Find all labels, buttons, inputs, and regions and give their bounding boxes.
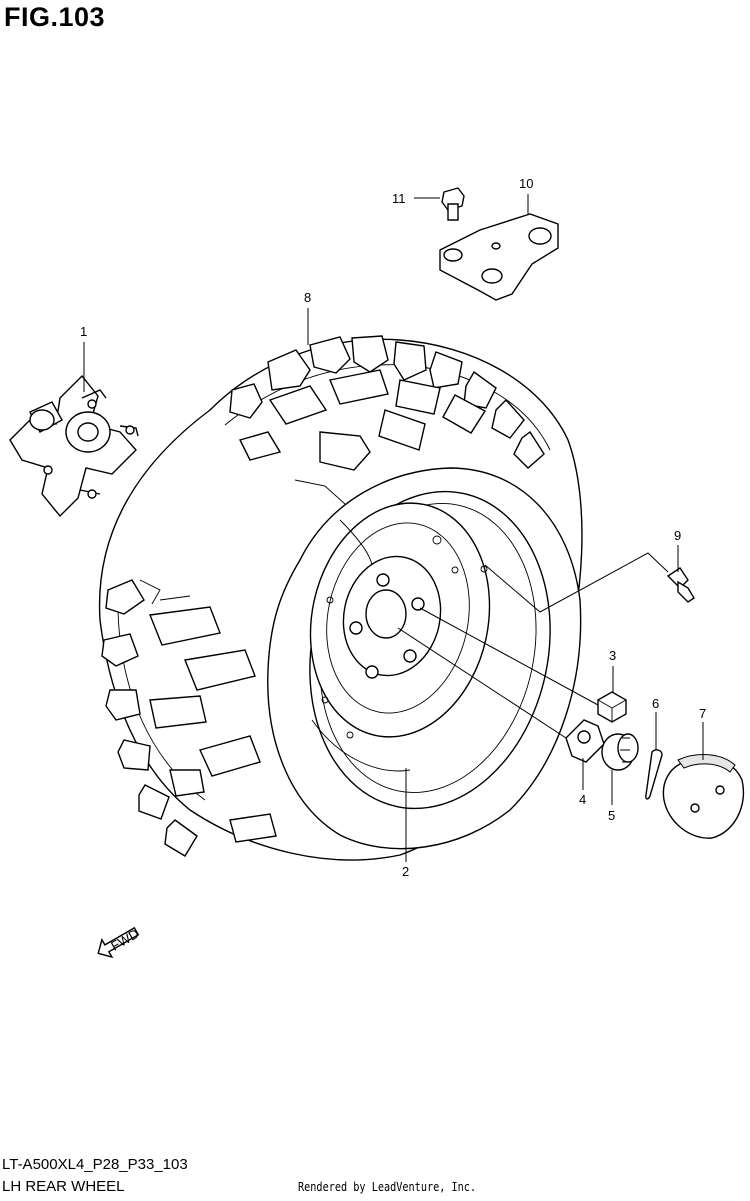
model-code: LT-A500XL4_P28_P33_103	[2, 1156, 188, 1173]
hub-illustration	[9, 374, 139, 518]
leader-lines	[83, 194, 704, 862]
cotter-pin-illustration	[645, 749, 663, 800]
callout-9: 9	[674, 528, 681, 543]
nut-illustration	[597, 691, 627, 723]
callout-labels: 1 2 3 4 5 6 7 8 9 10 11	[80, 176, 706, 879]
section-name: LH REAR WHEEL	[2, 1178, 125, 1195]
bolt-illustration	[441, 187, 465, 221]
callout-11: 11	[392, 191, 406, 206]
callout-4: 4	[579, 792, 586, 807]
callout-2: 2	[402, 864, 409, 879]
valve-illustration	[666, 567, 695, 603]
callout-6: 6	[652, 696, 659, 711]
rendered-by-credit: Rendered by LeadVenture, Inc.	[298, 1180, 477, 1194]
rim-illustration	[309, 490, 551, 810]
callout-5: 5	[608, 808, 615, 823]
bracket-illustration	[439, 213, 559, 301]
castle-nut-illustration	[601, 733, 639, 771]
washer-illustration	[565, 719, 605, 763]
figure-title: FIG.103	[4, 2, 106, 32]
callout-8: 8	[304, 290, 311, 305]
callout-10: 10	[519, 176, 533, 191]
svg-text:FWD: FWD	[108, 926, 141, 954]
callout-7: 7	[699, 706, 706, 721]
callout-3: 3	[609, 648, 616, 663]
fwd-arrow: FWD	[97, 926, 141, 959]
callout-1: 1	[80, 324, 87, 339]
hub-cap-illustration	[662, 754, 745, 839]
